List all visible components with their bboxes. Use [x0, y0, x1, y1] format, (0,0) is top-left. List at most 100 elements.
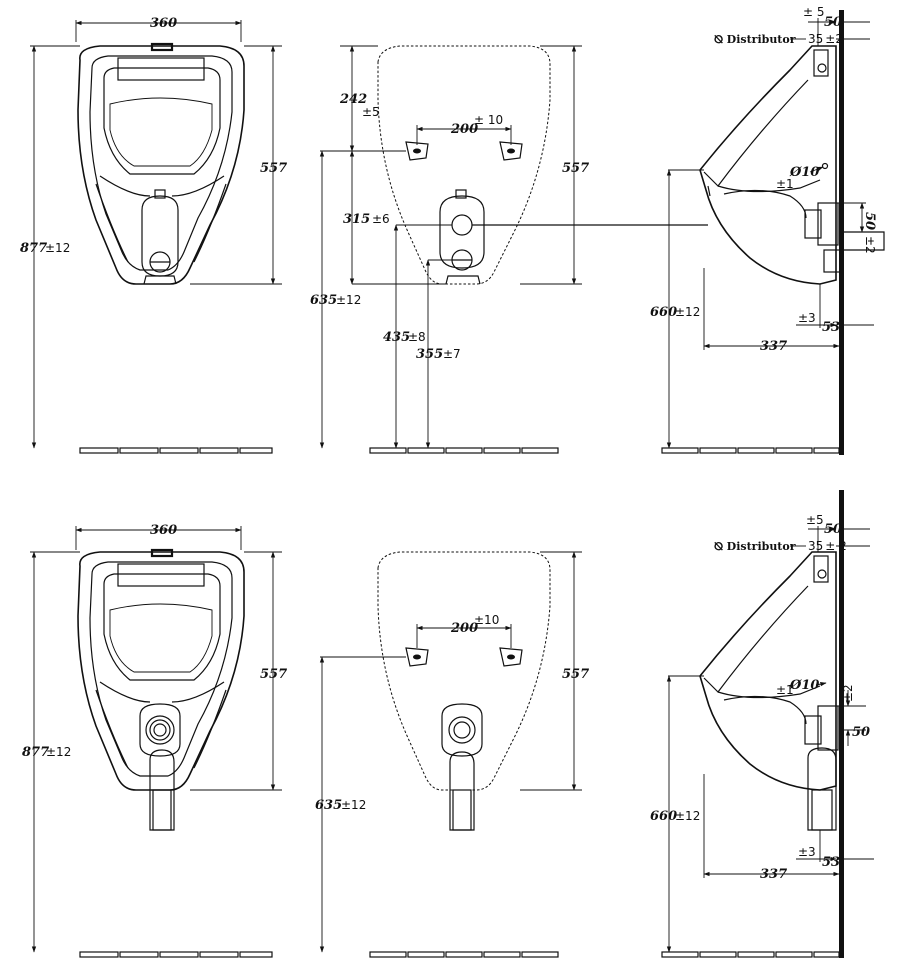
dim-wall-offset-label: 50 — [824, 522, 842, 537]
dim-height-label: 557 — [260, 667, 287, 682]
dim-total-label: 877 — [20, 241, 47, 256]
floor-tiles — [661, 951, 840, 958]
floor-tiles — [369, 447, 559, 454]
dim-outlet-label: 50 — [862, 212, 877, 230]
diameter-tol: ±1 — [776, 683, 794, 697]
dim-fix-height-tol: ±12 — [341, 798, 366, 812]
drain-panel — [141, 195, 179, 277]
siphon-pipe — [449, 751, 475, 831]
floor-tiles — [79, 951, 273, 958]
urinal-front-contour — [99, 175, 225, 197]
wall — [839, 10, 844, 455]
side-inlet-connector — [813, 555, 829, 583]
dim-total-label: 877 — [22, 745, 49, 760]
dim-fix-height-label: 635 — [315, 798, 342, 813]
siphon-panel — [441, 703, 483, 757]
fixing-hole-right — [499, 141, 523, 161]
dim-rim-height-label: 660 — [650, 305, 677, 320]
side-rim-top — [703, 79, 809, 187]
diameter-label: Ø10 — [789, 165, 819, 180]
dim-hole-spacing-tol: ±10 — [474, 613, 499, 627]
fixing-hole-left — [405, 141, 429, 161]
dim-outlet-h2-label: 355 — [416, 347, 443, 362]
dim-hole-spacing-label: 200 — [450, 621, 478, 636]
wall — [839, 490, 844, 958]
urinal-front-basin — [109, 603, 213, 673]
siphon-ring-outer — [145, 715, 175, 745]
front-foot-slot — [143, 275, 177, 285]
outlet-siphon — [823, 249, 841, 273]
side-inlet-connector — [813, 49, 829, 77]
side-rim-top — [703, 585, 809, 693]
fixing-hole-right-center — [507, 148, 515, 154]
dim-hole-spacing-label: 200 — [450, 122, 478, 137]
siphon-ring-middle — [149, 719, 171, 741]
tol-bottom: ±3 — [798, 845, 816, 859]
dim-outlet-tol: ±2 — [863, 236, 877, 254]
siphon-body — [807, 747, 837, 831]
bottom-back-view: 200 ±10 557 635 ±12 — [315, 551, 589, 958]
fixing-hole-left — [405, 647, 429, 667]
urinal-side-outline — [699, 45, 837, 285]
siphon-ring-inner — [153, 723, 167, 737]
dim-total-tol: ±12 — [45, 241, 70, 255]
side-bowl-curve — [723, 189, 807, 219]
bottom-front-view: 360 557 877 ±12 — [22, 523, 287, 958]
dim-total-tol: ±12 — [46, 745, 71, 759]
urinal-front-side-contour — [95, 183, 227, 263]
diameter-label: Ø10 — [789, 678, 819, 693]
side-inlet-hole — [817, 63, 827, 73]
distributor-bar — [117, 563, 205, 587]
outlet-fitting — [817, 202, 839, 246]
fixing-hole-right — [499, 647, 523, 667]
dim-bottom-offset-label: 53 — [822, 855, 840, 870]
urinal-front-side-contour — [95, 689, 227, 769]
diameter-leader — [809, 166, 824, 173]
tol-top: ± 5 — [803, 5, 825, 19]
urinal-front-outline — [77, 551, 245, 791]
side-rim-front — [707, 185, 711, 197]
dim-fix-height-tol: ±12 — [336, 293, 361, 307]
urinal-back-outline — [377, 551, 551, 791]
diameter-tol: ±1 — [776, 177, 794, 191]
dim-outlet-label: 50 — [852, 725, 870, 740]
dim-width-label: 360 — [150, 16, 177, 31]
dim-height-label: 557 — [562, 161, 589, 176]
distributor-label: ⦰ Distributor — [714, 33, 796, 46]
outlet-clip — [455, 189, 467, 199]
urinal-front-bowl — [103, 573, 221, 681]
dim-depth-label: 337 — [760, 867, 787, 882]
side-rim-lip — [717, 685, 821, 699]
outlet-flange — [804, 209, 822, 239]
outlet-hole — [451, 214, 473, 236]
dim-fix-height-label: 635 — [310, 293, 337, 308]
bottom-side-view: ±5 50 ⦰ Distributor 35± 2 Ø10 ±1 ±2 50 6… — [650, 490, 874, 958]
tol-bottom: ±3 — [798, 311, 816, 325]
distributor-label: ⦰ Distributor — [714, 540, 796, 553]
dim-top-offset-tol: ±5 — [362, 105, 380, 119]
back-foot-slot — [445, 275, 481, 285]
top-front-view: 360 557 877 ±12 — [20, 16, 287, 454]
distributor-value: 35±2 — [808, 32, 843, 46]
dim-outlet-label: 315 — [343, 212, 370, 227]
dim-height-label: 557 — [260, 161, 287, 176]
siphon-pipe-inner — [452, 789, 472, 831]
dim-rim-height-tol: ±12 — [675, 809, 700, 823]
dim-top-offset-label: 242 — [339, 92, 367, 107]
dim-outlet-tol: ±2 — [841, 684, 855, 702]
side-inlet-hole — [817, 569, 827, 579]
outlet-flange — [804, 715, 822, 745]
dim-rim-height-tol: ±12 — [675, 305, 700, 319]
dim-height-label: 557 — [562, 667, 589, 682]
dim-outlet-tol: ±6 — [372, 212, 390, 226]
fixing-hole-left-center — [413, 148, 421, 154]
outlet-fitting — [817, 705, 839, 751]
dim-width-label: 360 — [150, 523, 177, 538]
siphon-ring-inner — [453, 721, 471, 739]
side-bowl-curve — [723, 695, 807, 725]
urinal-back-outline — [377, 45, 551, 285]
inlet-top — [150, 42, 174, 52]
siphon-panel — [139, 703, 181, 757]
dim-depth-label: 337 — [760, 339, 787, 354]
